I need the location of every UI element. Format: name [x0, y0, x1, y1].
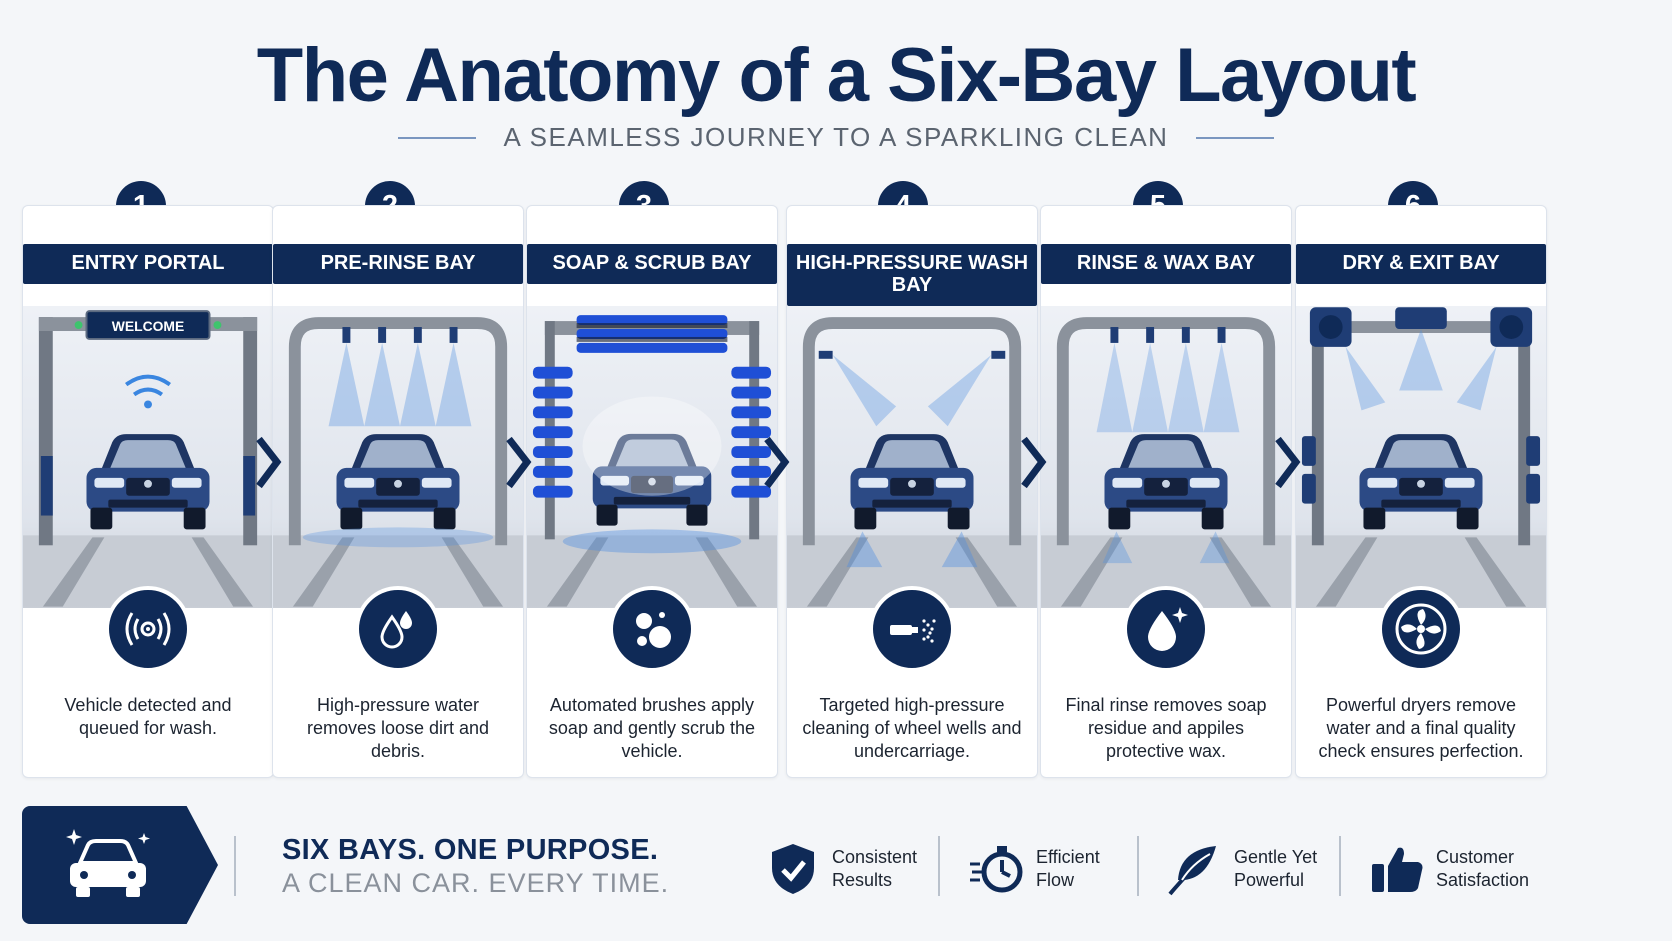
feature-label: Efficient Flow — [1036, 847, 1100, 890]
stopwatch-icon — [970, 846, 1023, 893]
bay-card-1: ENTRY PORTAL WELCOME Vehicl — [22, 205, 274, 778]
footer-divider — [1339, 836, 1341, 896]
tagline-secondary: A CLEAN CAR. EVERY TIME. — [282, 868, 670, 898]
feature-customer-satisfaction: Customer Satisfaction — [1368, 840, 1536, 898]
chevron-right-icon — [764, 436, 790, 489]
bay-scene-rinsewax — [1041, 306, 1291, 608]
leaf-icon — [1168, 846, 1216, 896]
footer-divider — [1137, 836, 1139, 896]
feature-efficient-flow: Efficient Flow — [968, 840, 1116, 898]
bay-description: Targeted high-pressure cleaning of wheel… — [802, 695, 1022, 761]
page-title: The Anatomy of a Six-Bay Layout — [256, 33, 1417, 118]
chevron-right-icon — [1275, 436, 1301, 489]
bay-title: ENTRY PORTAL — [23, 244, 273, 284]
bay-scene-entry: WELCOME — [23, 306, 273, 608]
rinse-wax-illustration — [1041, 317, 1291, 608]
feature-consistent-results: Consistent Results — [764, 840, 928, 898]
feature-gentle-yet-powerful: Gentle Yet Powerful — [1166, 840, 1334, 898]
feature-label: Customer Satisfaction — [1436, 847, 1530, 890]
bubbles-icon — [609, 586, 695, 672]
footer-car-badge — [22, 806, 218, 924]
chevron-right-icon — [256, 436, 282, 489]
feature-label: Consistent Results — [832, 847, 918, 890]
bay-title: PRE-RINSE BAY — [273, 244, 523, 284]
sparkle-drop-icon — [1123, 586, 1209, 672]
fan-icon — [1378, 586, 1464, 672]
bay-description: High-pressure water removes loose dirt a… — [306, 695, 490, 761]
bay-scene-prerinse — [273, 306, 523, 608]
subtitle-line-left — [397, 136, 476, 139]
pre-rinse-illustration — [273, 317, 523, 608]
bay-title: DRY & EXIT BAY — [1296, 244, 1546, 284]
subtitle-line-right — [1196, 136, 1275, 139]
entry-portal-illustration: WELCOME — [23, 310, 273, 608]
bay-description: Automated brushes apply soap and gently … — [548, 695, 756, 761]
subtitle-row: A SEAMLESS JOURNEY TO A SPARKLING CLEAN — [0, 122, 1672, 153]
bay-card-5: RINSE & WAX BAY Final rinse removes soap… — [1040, 205, 1292, 778]
bay-title: HIGH-PRESSURE WASH BAY — [787, 244, 1037, 306]
bay-card-3: SOAP & SCRUB BAY — [526, 205, 778, 778]
bay-scene-dry — [1296, 306, 1546, 608]
footer-divider — [938, 836, 940, 896]
sensor-icon — [105, 586, 191, 672]
shield-check-icon — [772, 844, 814, 894]
thumbs-up-icon — [1372, 847, 1423, 892]
car-sparkle-icon — [66, 829, 150, 897]
bay-title: SOAP & SCRUB BAY — [527, 244, 777, 284]
dry-exit-illustration — [1296, 307, 1546, 608]
bay-card-2: PRE-RINSE BAY High-pressure water remove… — [272, 205, 524, 778]
bay-card-6: DRY & EXIT BAY — [1295, 205, 1547, 778]
bay-title: RINSE & WAX BAY — [1041, 244, 1291, 284]
page-subtitle: A SEAMLESS JOURNEY TO A SPARKLING CLEAN — [503, 122, 1169, 152]
tagline-primary: SIX BAYS. ONE PURPOSE. — [282, 834, 659, 866]
bay-card-4: HIGH-PRESSURE WASH BAY Targeted high-pre… — [786, 205, 1038, 778]
high-pressure-illustration — [787, 317, 1037, 608]
bay-description: Final rinse removes soap residue and app… — [1065, 695, 1267, 761]
bay-scene-soap — [527, 306, 777, 608]
welcome-sign: WELCOME — [112, 318, 184, 334]
soap-scrub-illustration — [527, 315, 777, 608]
feature-label: Gentle Yet Powerful — [1234, 847, 1318, 890]
chevron-right-icon — [1021, 436, 1047, 489]
spray-nozzle-icon — [869, 586, 955, 672]
bay-description: Vehicle detected and queued for wash. — [64, 695, 232, 738]
bay-description: Powerful dryers remove water and a final… — [1318, 695, 1524, 761]
bay-scene-highpressure — [787, 306, 1037, 608]
footer-divider — [234, 836, 236, 896]
water-drops-icon — [355, 586, 441, 672]
chevron-right-icon — [506, 436, 532, 489]
